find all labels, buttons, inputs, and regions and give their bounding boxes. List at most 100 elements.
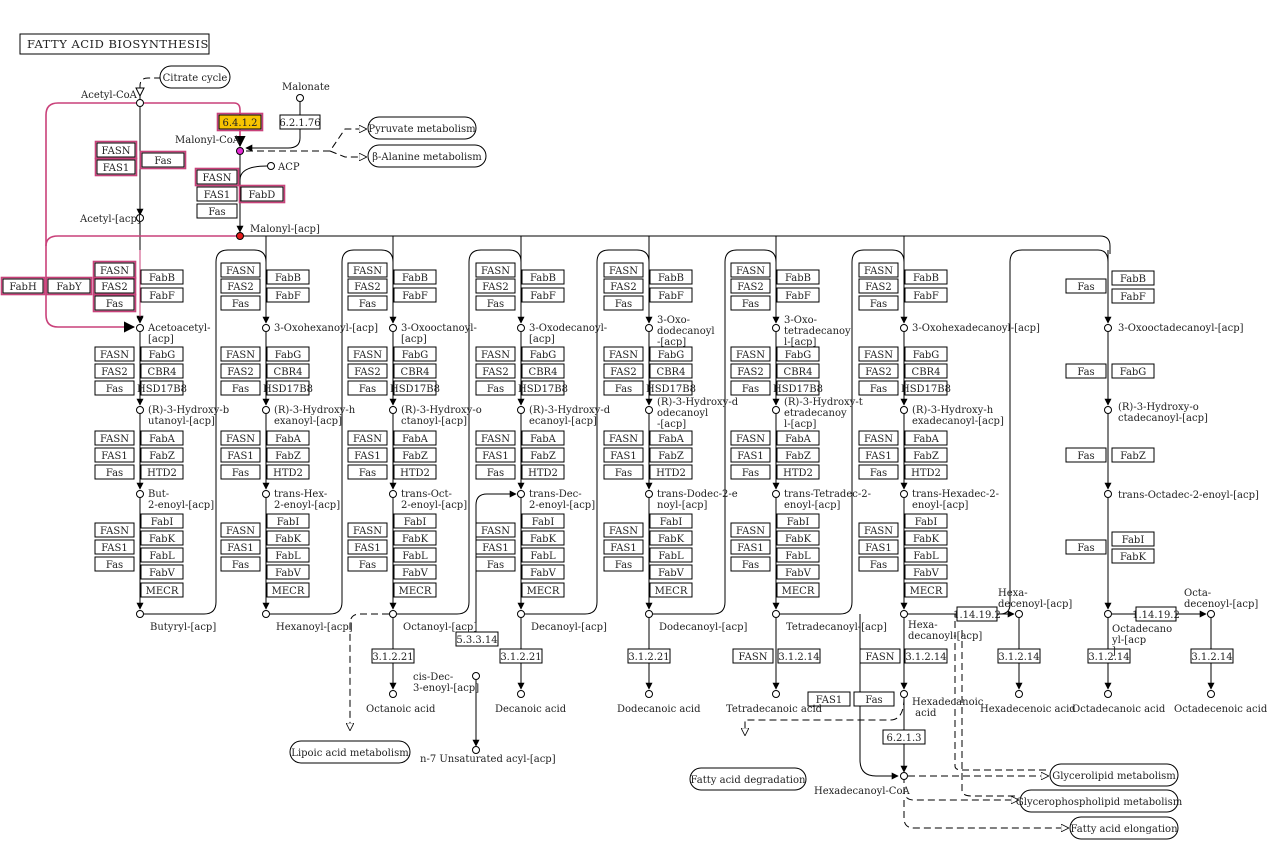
compound-node[interactable]: [472, 672, 480, 680]
enzyme-box-fas2[interactable]: FAS2: [858, 363, 899, 379]
enzyme-box-fas[interactable]: Fas: [603, 556, 644, 572]
enzyme-box-fas1[interactable]: FAS1: [858, 447, 899, 463]
enzyme-box-fas[interactable]: Fas: [603, 464, 644, 480]
enzyme-box-fasn[interactable]: FASN: [475, 346, 516, 362]
enzyme-box-fasn[interactable]: FASN: [730, 522, 771, 538]
enzyme-box-fasn[interactable]: FASN: [92, 260, 137, 280]
enzyme-box-3-1-2-21[interactable]: 3.1.2.21: [371, 648, 415, 664]
enzyme-box-mecr[interactable]: MECR: [776, 582, 820, 598]
enzyme-box-htd2[interactable]: HTD2: [140, 464, 184, 480]
enzyme-box-fas2[interactable]: FAS2: [347, 278, 388, 294]
enzyme-box-htd2[interactable]: HTD2: [521, 464, 565, 480]
enzyme-box-fas[interactable]: Fas: [853, 691, 895, 707]
enzyme-box-faba[interactable]: FabA: [904, 430, 948, 446]
compound-node-oxododec[interactable]: [645, 324, 653, 332]
enzyme-box-fabf[interactable]: FabF: [904, 287, 948, 303]
map-link-citrate[interactable]: Citrate cycle: [159, 65, 231, 89]
enzyme-box-fasn[interactable]: FASN: [475, 262, 516, 278]
enzyme-box-1-14-19-2[interactable]: 1.14.19.2: [1132, 606, 1180, 622]
enzyme-box-fabz[interactable]: FabZ: [393, 447, 437, 463]
enzyme-box-faba[interactable]: FabA: [393, 430, 437, 446]
compound-node[interactable]: [1104, 406, 1112, 414]
enzyme-box-fas2[interactable]: FAS2: [92, 276, 137, 296]
enzyme-box-fas[interactable]: Fas: [220, 464, 261, 480]
enzyme-box-6-2-1-76[interactable]: 6.2.1.76: [279, 114, 321, 130]
enzyme-box-fasn[interactable]: FASN: [859, 648, 901, 664]
enzyme-box-fabf[interactable]: FabF: [266, 287, 310, 303]
enzyme-box-htd2[interactable]: HTD2: [904, 464, 948, 480]
compound-node[interactable]: [1207, 690, 1215, 698]
enzyme-box-fas2[interactable]: FAS2: [475, 363, 516, 379]
enzyme-box-fas[interactable]: Fas: [1065, 447, 1107, 463]
enzyme-box-fabz[interactable]: FabZ: [649, 447, 693, 463]
enzyme-box-3-1-2-21[interactable]: 3.1.2.21: [627, 648, 671, 664]
enzyme-box-fas[interactable]: Fas: [475, 556, 516, 572]
enzyme-box-fasn[interactable]: FASN: [858, 262, 899, 278]
enzyme-box-htd2[interactable]: HTD2: [649, 464, 693, 480]
enzyme-box-fabv[interactable]: FabV: [649, 564, 693, 580]
enzyme-box-fas2[interactable]: FAS2: [858, 278, 899, 294]
enzyme-box-fabz[interactable]: FabZ: [776, 447, 820, 463]
enzyme-box-hsd17b8[interactable]: HSD17B8: [390, 380, 440, 396]
enzyme-box-fabv[interactable]: FabV: [266, 564, 310, 580]
compound-node-hhexa[interactable]: [900, 406, 908, 414]
enzyme-box-3-1-2-14[interactable]: 3.1.2.14: [997, 648, 1041, 664]
enzyme-box-fas[interactable]: Fas: [730, 295, 771, 311]
compound-node-oxooct[interactable]: [389, 324, 397, 332]
enzyme-box-fasn[interactable]: FASN: [94, 522, 135, 538]
enzyme-box-fas1[interactable]: FAS1: [220, 539, 261, 555]
map-link-pyruvate[interactable]: Pyruvate metabolism: [367, 116, 477, 140]
enzyme-box-fabi[interactable]: FabI: [521, 513, 565, 529]
compound-node-htetra[interactable]: [772, 406, 780, 414]
enzyme-box-hsd17b8[interactable]: HSD17B8: [518, 380, 568, 396]
enzyme-box-fas1[interactable]: FAS1: [807, 691, 851, 707]
compound-node-hexadecanoyl[interactable]: [900, 610, 908, 618]
enzyme-box-fas[interactable]: Fas: [94, 464, 135, 480]
enzyme-box-fasn[interactable]: FASN: [603, 262, 644, 278]
enzyme-box-fabv[interactable]: FabV: [521, 564, 565, 580]
enzyme-box-cbr4[interactable]: CBR4: [266, 363, 310, 379]
enzyme-box-fas[interactable]: Fas: [858, 295, 899, 311]
enzyme-box-fas1[interactable]: FAS1: [730, 539, 771, 555]
compound-node-octanoyl[interactable]: [389, 610, 397, 618]
enzyme-box-fas[interactable]: Fas: [858, 464, 899, 480]
compound-node-but2[interactable]: [136, 490, 144, 498]
enzyme-box-fabi[interactable]: FabI: [649, 513, 693, 529]
enzyme-box-faba[interactable]: FabA: [140, 430, 184, 446]
enzyme-box-fasn[interactable]: FASN: [730, 346, 771, 362]
enzyme-box-fabv[interactable]: FabV: [393, 564, 437, 580]
enzyme-box-fasn[interactable]: FASN: [94, 346, 135, 362]
compound-node-oxotetra[interactable]: [772, 324, 780, 332]
enzyme-box-fasn[interactable]: FASN: [220, 262, 261, 278]
enzyme-box-fas1[interactable]: FAS1: [730, 447, 771, 463]
enzyme-box-fabb[interactable]: FabB: [776, 269, 820, 285]
enzyme-box-fas2[interactable]: FAS2: [730, 278, 771, 294]
enzyme-box-fasn[interactable]: FASN: [603, 346, 644, 362]
enzyme-box-fabl[interactable]: FabL: [521, 547, 565, 563]
enzyme-box-fabk[interactable]: FabK: [776, 530, 820, 546]
map-link-glycerolipid[interactable]: Glycerolipid metabolism: [1049, 763, 1179, 787]
enzyme-box-fabk[interactable]: FabK: [904, 530, 948, 546]
enzyme-box-fas1[interactable]: FAS1: [347, 447, 388, 463]
enzyme-box-fabz[interactable]: FabZ: [904, 447, 948, 463]
enzyme-box-3-1-2-14[interactable]: 3.1.2.14: [1087, 648, 1131, 664]
enzyme-box-fas[interactable]: Fas: [475, 380, 516, 396]
enzyme-box-1-14-19-2[interactable]: 1.14.19.2: [953, 606, 1001, 622]
enzyme-box-htd2[interactable]: HTD2: [393, 464, 437, 480]
enzyme-box-fabl[interactable]: FabL: [266, 547, 310, 563]
enzyme-box-fabf[interactable]: FabF: [1111, 288, 1155, 304]
enzyme-box-fas[interactable]: Fas: [1065, 539, 1107, 555]
compound-node[interactable]: [1104, 324, 1112, 332]
compound-node[interactable]: [1104, 490, 1112, 498]
enzyme-box-6-4-1-2[interactable]: 6.4.1.2: [216, 112, 264, 132]
enzyme-box-3-1-2-21[interactable]: 3.1.2.21: [499, 648, 543, 664]
enzyme-box-fas1[interactable]: FAS1: [220, 447, 261, 463]
enzyme-box-faba[interactable]: FabA: [776, 430, 820, 446]
enzyme-box-fabk[interactable]: FabK: [521, 530, 565, 546]
enzyme-box-fabk[interactable]: FabK: [266, 530, 310, 546]
enzyme-box-fas2[interactable]: FAS2: [603, 363, 644, 379]
compound-node[interactable]: [1104, 690, 1112, 698]
compound-node[interactable]: [1015, 690, 1023, 698]
compound-node-oxodec[interactable]: [517, 324, 525, 332]
enzyme-box-fabk[interactable]: FabK: [649, 530, 693, 546]
